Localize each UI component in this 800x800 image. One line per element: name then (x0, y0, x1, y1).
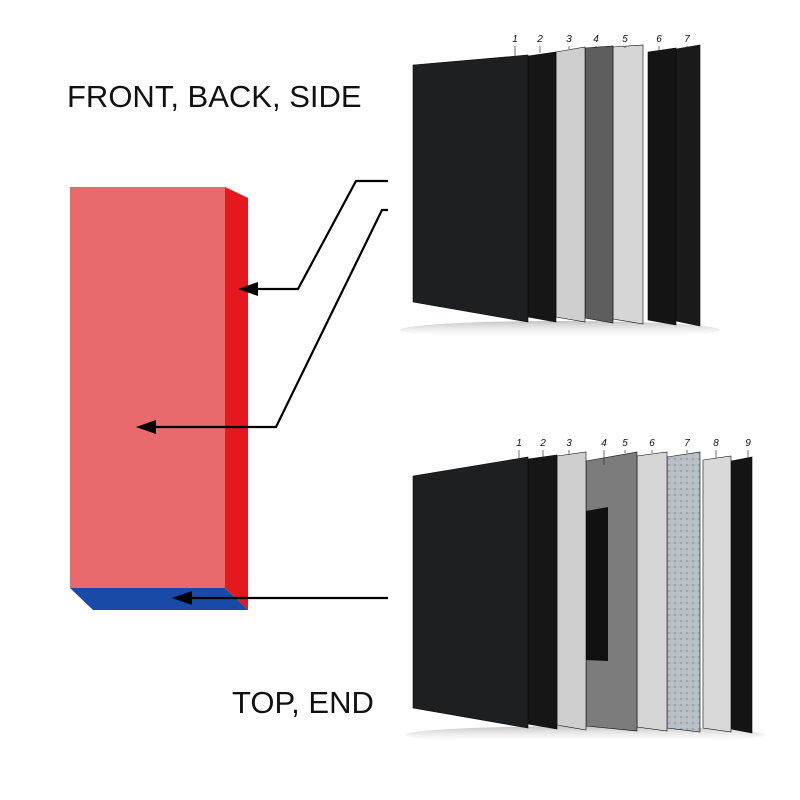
lower-layer-label-6: 6 (649, 438, 655, 449)
caption-top-end: TOP, END (232, 685, 374, 720)
leader-line-front (150, 208, 388, 429)
lower-layer-label-1: 1 (516, 438, 522, 449)
lower-layer-label-2: 2 (539, 438, 546, 449)
upper-stack-shadow (400, 321, 720, 339)
lower-layer-2 (527, 454, 558, 730)
caption-front-back-side: FRONT, BACK, SIDE (67, 79, 362, 114)
lower-layer-8 (730, 456, 753, 734)
leader-lines (150, 179, 388, 600)
block-front-face (70, 187, 225, 588)
upper-layer-label-1: 1 (512, 34, 518, 45)
upper-layer-4 (584, 45, 614, 324)
upper-layer-6 (647, 47, 677, 326)
lower-layer-label-9: 9 (745, 438, 751, 449)
arrowhead-bottom (172, 591, 192, 605)
upper-layer-1 (412, 54, 529, 323)
lower-layer-3 (556, 451, 587, 731)
block-3d (70, 187, 248, 610)
lower-layer-5 (636, 451, 668, 732)
upper-layer-2 (527, 51, 557, 323)
lower-layer-6 (666, 451, 701, 733)
arrowhead-front (136, 420, 156, 434)
lower-layer-4-insert (586, 507, 608, 661)
upper-layer-stack: 1 2 3 4 5 6 7 (400, 34, 720, 339)
leader-line-side (255, 179, 388, 291)
lower-layer-label-7: 7 (684, 438, 690, 449)
lower-stack-shadow (405, 726, 765, 744)
upper-layer-label-2: 2 (536, 34, 543, 45)
upper-layer-label-3: 3 (566, 34, 572, 45)
block-bottom-face (70, 588, 248, 610)
lower-layer-1 (412, 456, 529, 729)
lower-layer-7 (702, 455, 732, 733)
block-side-face (225, 187, 248, 610)
upper-layer-label-5: 5 (622, 34, 628, 45)
upper-layer-7 (675, 44, 701, 327)
lower-layer-label-4: 4 (601, 438, 607, 449)
arrowheads (136, 282, 258, 605)
lower-layer-label-3: 3 (566, 438, 572, 449)
upper-layer-3 (555, 46, 586, 323)
upper-layer-label-7: 7 (684, 34, 690, 45)
upper-layer-5 (612, 44, 644, 325)
arrowhead-side (238, 282, 258, 296)
upper-layer-label-4: 4 (593, 34, 599, 45)
lower-layer-label-5: 5 (622, 438, 628, 449)
upper-layer-label-6: 6 (656, 34, 662, 45)
lower-layer-label-8: 8 (713, 438, 719, 449)
lower-layer-stack: 1 2 3 4 5 6 7 8 9 (405, 438, 765, 744)
